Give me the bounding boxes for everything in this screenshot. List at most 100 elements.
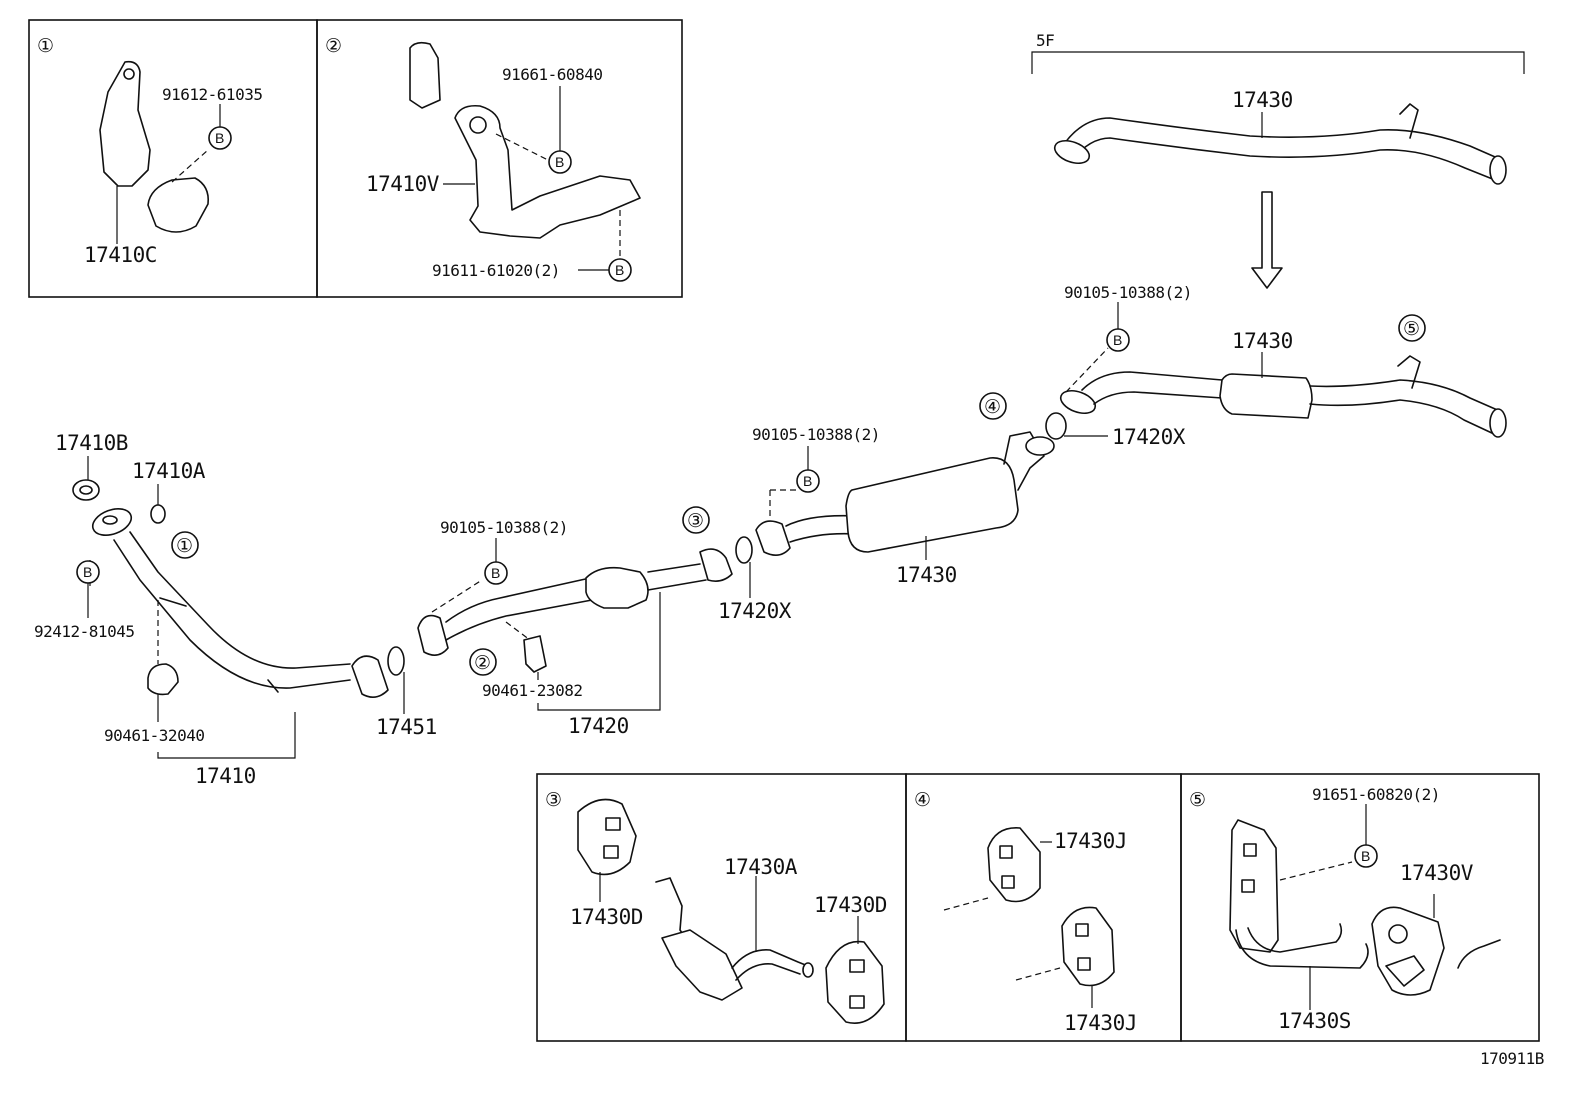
marker: ②	[474, 652, 491, 674]
bolt-b-text: B	[1361, 848, 1370, 864]
dash-line	[1065, 347, 1109, 393]
flange	[1025, 436, 1055, 456]
inset-2-number: ②	[325, 35, 342, 57]
rear-pipe-flange	[1059, 389, 1097, 415]
marker-circle	[1398, 314, 1426, 342]
pipe-segment	[1309, 379, 1503, 413]
part-label: 17410B	[55, 431, 128, 455]
leader-line	[157, 712, 296, 759]
hanger-slot	[849, 995, 865, 1009]
dash-line	[943, 897, 989, 911]
group-bracket	[1031, 51, 1525, 74]
pipe-segment	[1093, 391, 1223, 405]
bracket-rod	[1235, 929, 1369, 969]
dash-line	[1279, 861, 1353, 881]
part-label: 91661-60840	[502, 65, 602, 84]
part-label: 91651-60820(2)	[1312, 785, 1440, 804]
bolt-b-text: B	[615, 262, 624, 278]
gasket-17420x-center	[735, 536, 753, 564]
inset-5-frame	[1180, 773, 1540, 1042]
pipe-tip	[1489, 408, 1507, 438]
bracket-rod	[735, 963, 801, 981]
part-label: 17430D	[814, 893, 887, 917]
group-5f: 5F 17430	[1031, 31, 1525, 289]
front-pipe-lower	[129, 531, 351, 669]
part-label: 17410A	[132, 459, 206, 483]
bracket-17410v-shape	[454, 104, 641, 239]
part-label: 90461-32040	[104, 726, 204, 745]
muffler-17430	[845, 457, 1019, 553]
hanger-slot	[1001, 875, 1015, 889]
inset-4-number: ④	[914, 789, 931, 811]
top-pipe-lower	[1071, 137, 1496, 181]
pipe-segment	[785, 514, 857, 527]
hanger-slot	[849, 959, 865, 973]
part-label: 17410C	[84, 243, 157, 267]
bolt-b-text: B	[215, 130, 224, 146]
part-label: 17430	[896, 563, 957, 587]
bracket-slot	[1243, 843, 1257, 857]
hanger-rod	[1457, 939, 1501, 969]
hanger-17430j-bottom	[1061, 906, 1115, 987]
bracket-17430a	[661, 929, 743, 1001]
marker-circle	[682, 506, 710, 534]
marker: ①	[176, 535, 193, 557]
center-rear-flange	[699, 548, 733, 582]
top-pipe-upper	[1059, 117, 1503, 161]
hanger-hole	[1388, 924, 1408, 944]
center-pipe-lower	[445, 599, 593, 641]
part-label: 91611-61020(2)	[432, 261, 560, 280]
inset-2: ② B 91661-60840 17410V B 91611-61020(2)	[316, 19, 683, 298]
pipe-mark	[267, 679, 279, 693]
bracket-hole	[469, 116, 487, 134]
front-pipe-upper	[113, 539, 351, 689]
pipe-segment	[1081, 371, 1223, 391]
part-label: 90105-10388(2)	[440, 518, 568, 537]
inset-1-number: ①	[37, 35, 54, 57]
marker-circle	[979, 392, 1007, 420]
hanger-slot	[1075, 923, 1089, 937]
pipe-segment	[647, 563, 701, 573]
clamp-90461-23082	[523, 635, 547, 673]
part-label: 17420X	[1112, 425, 1186, 449]
part-label: 17430J	[1054, 829, 1127, 853]
part-label: 17430S	[1278, 1009, 1351, 1033]
front-pipe-flange	[351, 655, 389, 698]
inset-3-number: ③	[545, 789, 562, 811]
hanger-slot	[1077, 957, 1091, 971]
hanger-slot	[999, 845, 1013, 859]
part-label: 92412-81045	[34, 622, 134, 641]
part-label: 17430	[1232, 88, 1293, 112]
dash-line	[769, 489, 796, 520]
center-pipe-flange	[417, 614, 449, 656]
dash-line	[431, 579, 483, 613]
pipe-segment	[789, 532, 857, 543]
part-label: 17420X	[718, 599, 792, 623]
clamp-90461-32040	[147, 663, 179, 696]
leader-line	[537, 592, 661, 711]
bolt-b-text: B	[555, 154, 564, 170]
dash-line	[171, 149, 209, 183]
part-label: 17430D	[570, 905, 643, 929]
center-pipe-upper	[445, 577, 591, 623]
bracket-17410c-shape	[99, 60, 151, 187]
dash-line	[1015, 967, 1061, 981]
bracket-rod	[731, 949, 809, 969]
main-assembly: 17410B 17410A ① B 92412-81045 90461-3204…	[34, 283, 1507, 788]
pipe-segment	[1309, 399, 1495, 435]
down-arrow-icon	[1251, 191, 1283, 289]
hanger-17430j-top	[987, 827, 1041, 903]
bolt-b-text: B	[491, 565, 500, 581]
inset-1-frame	[28, 19, 318, 298]
inset-5: ⑤ 17430S B 91651-60820(2) 17430V	[1180, 773, 1540, 1042]
rear-hook	[1397, 355, 1421, 389]
hanger-slot	[605, 817, 621, 831]
gasket-hole	[79, 485, 93, 495]
part-label: 17430	[1232, 329, 1293, 353]
part-label: 90105-10388(2)	[752, 425, 880, 444]
part-label: 17420	[568, 714, 629, 738]
tail-pipe-flange	[755, 520, 791, 556]
center-resonator	[585, 566, 649, 609]
part-label: 91612-61035	[162, 85, 262, 104]
